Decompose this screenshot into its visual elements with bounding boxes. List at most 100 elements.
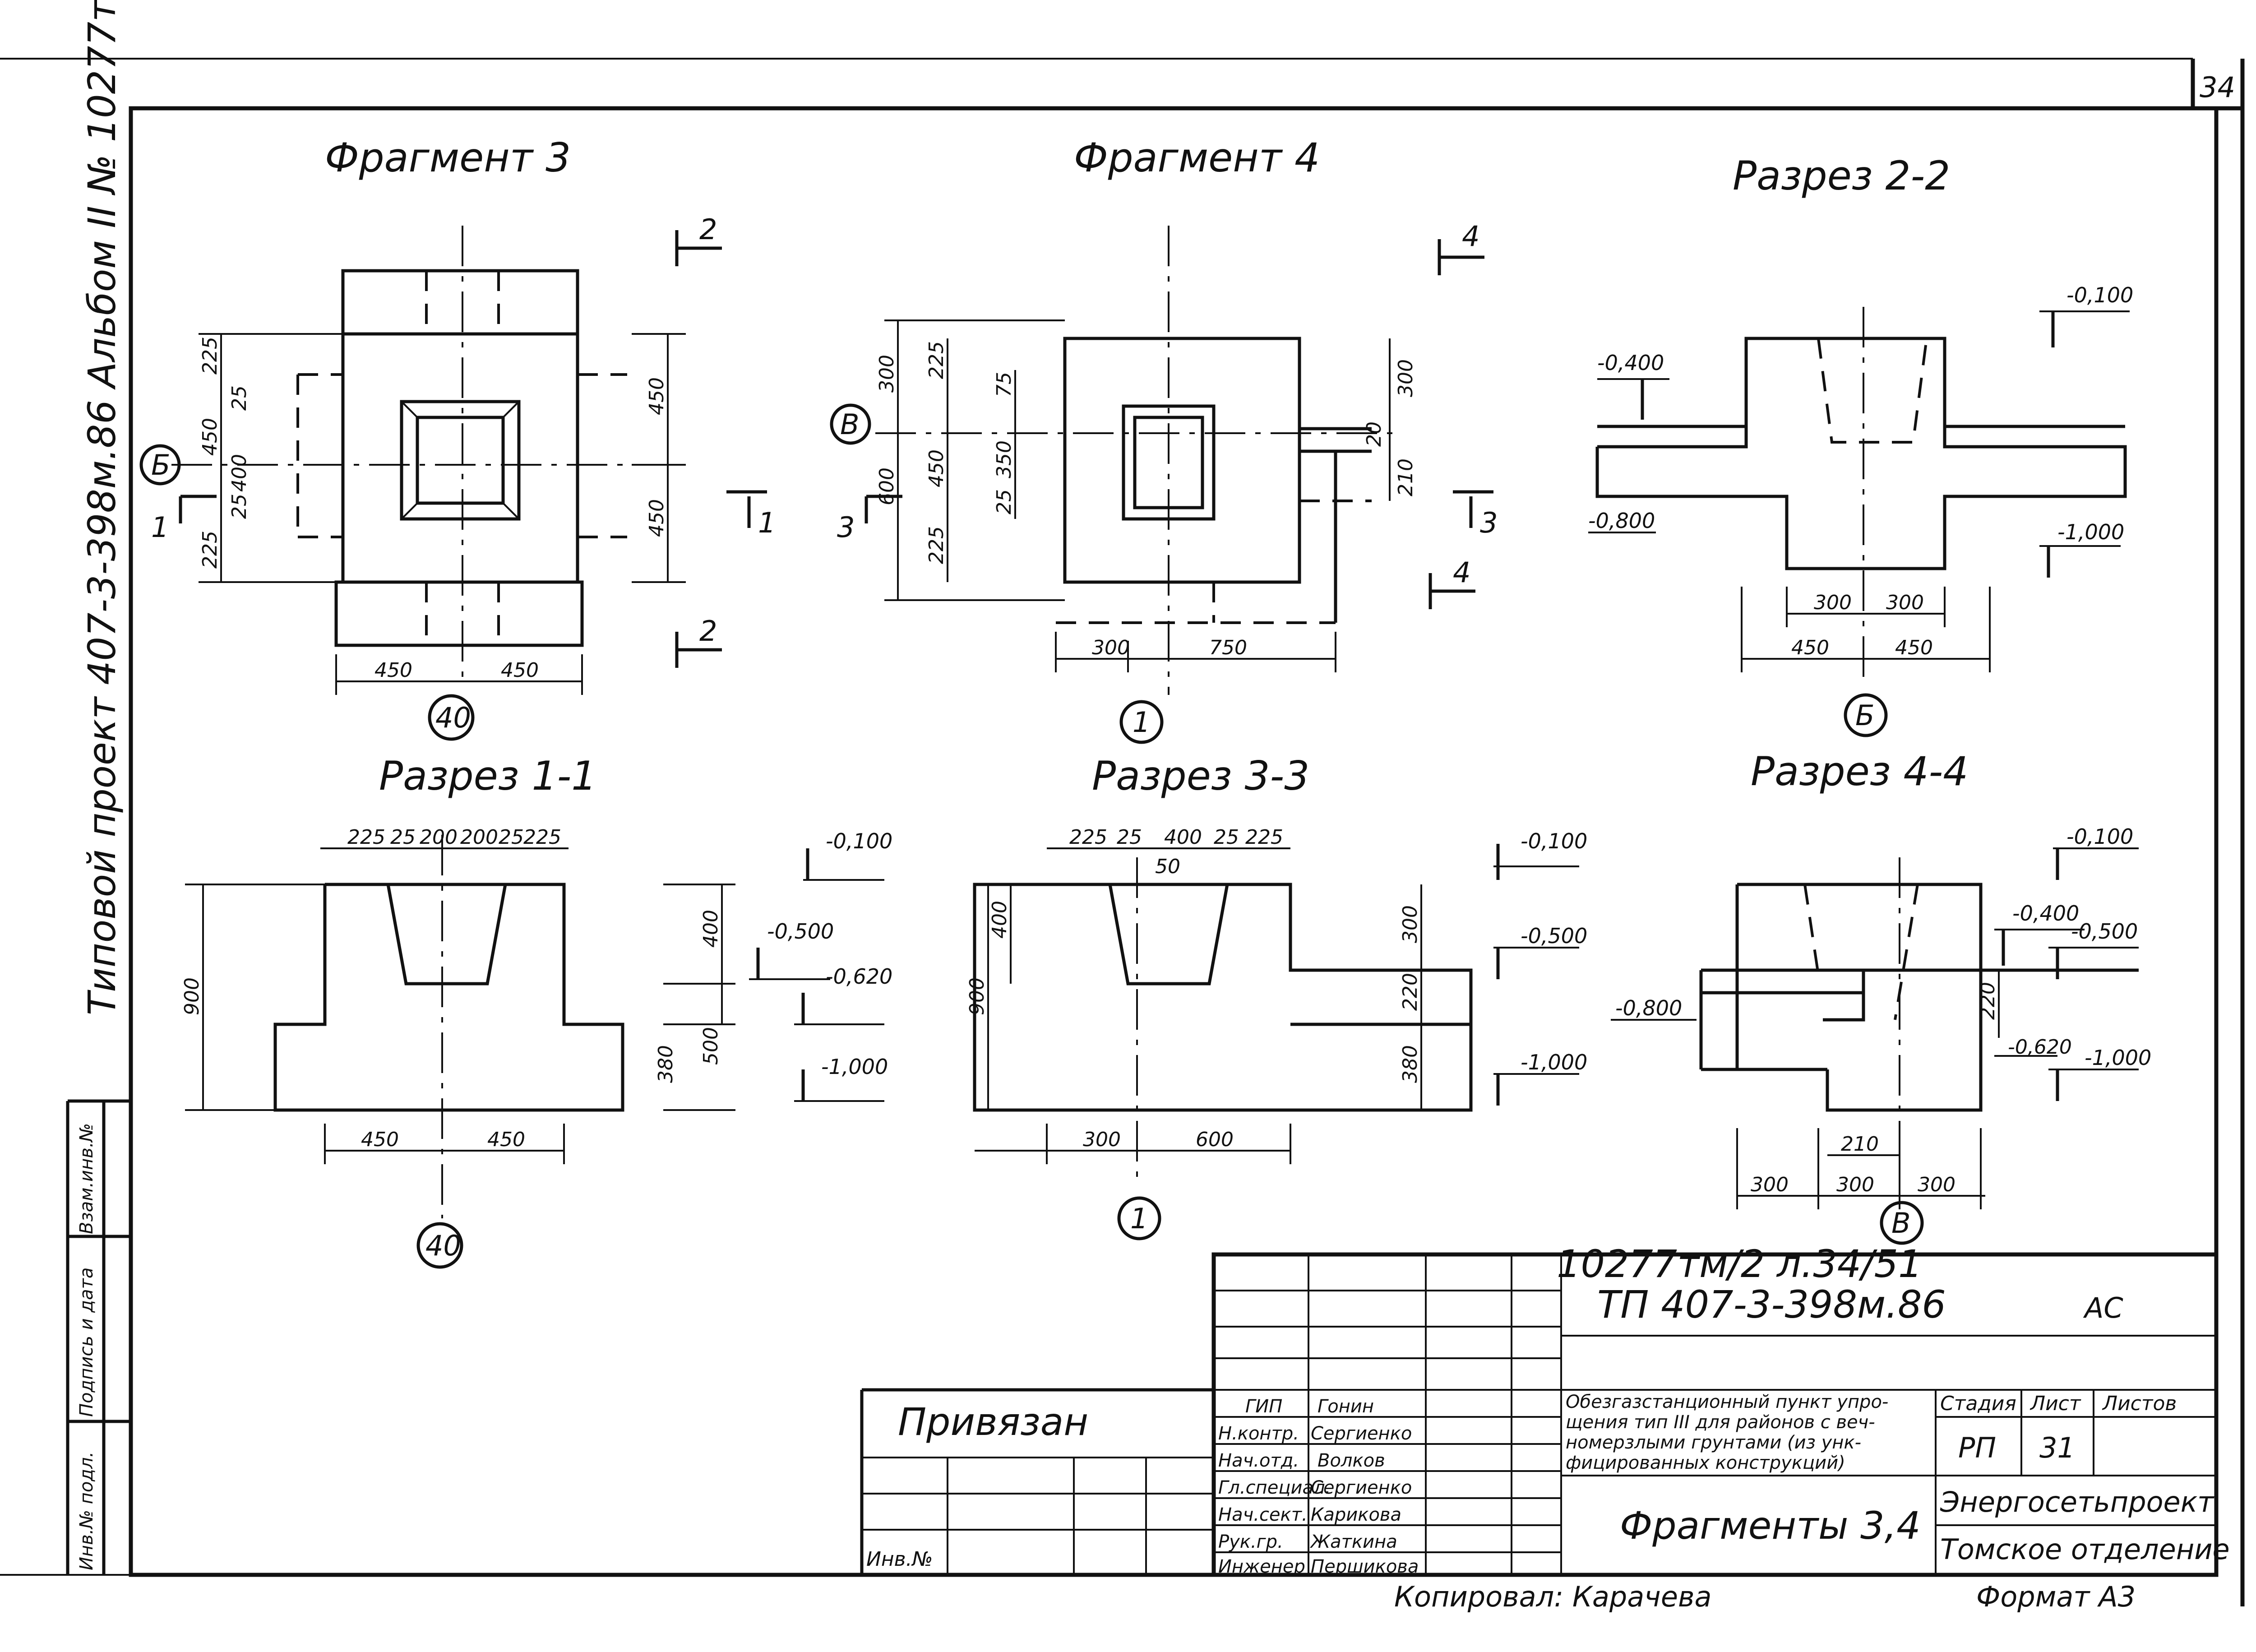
svg-text:Карикова: Карикова bbox=[1311, 1504, 1401, 1525]
svg-text:200: 200 bbox=[420, 826, 458, 849]
svg-text:-1,000: -1,000 bbox=[2085, 1046, 2151, 1070]
svg-text:220: 220 bbox=[1399, 973, 1422, 1011]
svg-text:Лист: Лист bbox=[2029, 1392, 2081, 1415]
svg-text:450: 450 bbox=[645, 499, 668, 537]
svg-text:Н.контр.: Н.контр. bbox=[1218, 1423, 1299, 1444]
svg-text:450: 450 bbox=[1791, 636, 1829, 659]
svg-text:400: 400 bbox=[1164, 826, 1202, 849]
svg-text:3: 3 bbox=[837, 511, 855, 544]
title-block: Привязан Инв.№ ТП 407-3-398м.86 АС ГИП Н… bbox=[860, 1252, 2230, 1577]
axis-mark-v: В bbox=[840, 408, 860, 441]
sheet-frame bbox=[0, 58, 2245, 1606]
svg-text:450: 450 bbox=[199, 418, 222, 456]
section-4-4: Разрез 4-4 В -0,100 -0,400 -0,500 -0,800… bbox=[1611, 748, 2151, 1245]
svg-text:400: 400 bbox=[699, 910, 722, 948]
svg-text:Першикова: Першикова bbox=[1311, 1556, 1419, 1577]
svg-text:-0,620: -0,620 bbox=[826, 964, 892, 989]
axis-mark-1-2: 1 bbox=[1130, 1202, 1148, 1235]
project-code: ТП 407-3-398м.86 bbox=[1597, 1282, 1946, 1327]
svg-text:300: 300 bbox=[1399, 905, 1422, 943]
svg-text:400: 400 bbox=[228, 454, 251, 492]
svg-text:210: 210 bbox=[1841, 1133, 1879, 1156]
format-label: Формат А3 bbox=[1976, 1580, 2136, 1613]
side-project-label: Типовой проект 407-3-398м.86 Альбом II №… bbox=[80, 0, 124, 1015]
svg-text:25: 25 bbox=[499, 826, 524, 849]
svg-text:3: 3 bbox=[1480, 506, 1498, 539]
svg-text:-1,000: -1,000 bbox=[1521, 1050, 1587, 1074]
svg-text:ГИП: ГИП bbox=[1245, 1396, 1282, 1417]
description-line-2: щения тип III для районов с веч- bbox=[1566, 1412, 1875, 1433]
svg-text:4: 4 bbox=[1453, 556, 1470, 589]
svg-text:Листов: Листов bbox=[2102, 1392, 2177, 1415]
svg-text:450: 450 bbox=[487, 1128, 525, 1151]
sheet-number: 34 bbox=[2200, 71, 2235, 104]
svg-text:1: 1 bbox=[151, 511, 169, 544]
svg-text:Волков: Волков bbox=[1318, 1450, 1385, 1471]
svg-text:380: 380 bbox=[1399, 1045, 1422, 1083]
svg-text:-0,100: -0,100 bbox=[2066, 283, 2133, 307]
svg-text:-0,100: -0,100 bbox=[2066, 824, 2133, 849]
svg-text:750: 750 bbox=[1209, 636, 1247, 659]
svg-text:300: 300 bbox=[1092, 636, 1130, 659]
svg-text:900: 900 bbox=[966, 977, 989, 1015]
svg-text:500: 500 bbox=[699, 1027, 722, 1065]
svg-text:Нач.отд.: Нач.отд. bbox=[1218, 1450, 1299, 1471]
axis-mark-b-2: Б bbox=[1855, 699, 1875, 732]
svg-text:2: 2 bbox=[699, 213, 717, 246]
fragment-4-title: Фрагмент 4 bbox=[1074, 134, 1320, 181]
svg-text:75: 75 bbox=[993, 372, 1016, 397]
svg-text:210: 210 bbox=[1394, 458, 1417, 496]
svg-text:25: 25 bbox=[228, 494, 251, 519]
copied-by: Копировал: Карачева bbox=[1394, 1580, 1712, 1613]
svg-text:300: 300 bbox=[1836, 1173, 1874, 1196]
stage-value: РП bbox=[1958, 1431, 1996, 1464]
svg-text:450: 450 bbox=[361, 1128, 399, 1151]
svg-text:450: 450 bbox=[374, 659, 412, 682]
svg-text:380: 380 bbox=[654, 1045, 677, 1083]
svg-text:Стадия: Стадия bbox=[1940, 1392, 2016, 1415]
side-table: Взам.инв.№ Подпись и дата Инв.№ подл. bbox=[66, 1099, 131, 1575]
org-name: Энергосетьпроект bbox=[1940, 1485, 2214, 1518]
svg-text:Сергиенко: Сергиенко bbox=[1311, 1477, 1412, 1498]
svg-text:Инженер: Инженер bbox=[1218, 1556, 1305, 1577]
svg-text:-0,100: -0,100 bbox=[1521, 829, 1587, 853]
svg-text:25: 25 bbox=[993, 489, 1016, 514]
svg-text:225: 225 bbox=[347, 826, 385, 849]
svg-text:Жаткина: Жаткина bbox=[1309, 1532, 1397, 1552]
svg-text:225: 225 bbox=[1069, 826, 1107, 849]
svg-text:25: 25 bbox=[1117, 826, 1142, 849]
svg-text:300: 300 bbox=[1886, 591, 1924, 614]
axis-mark-b: Б bbox=[151, 449, 171, 481]
section-code: АС bbox=[2083, 1291, 2123, 1324]
svg-text:2: 2 bbox=[699, 615, 717, 648]
section-2-2-title: Разрез 2-2 bbox=[1733, 153, 1950, 199]
svg-text:Гонин: Гонин bbox=[1318, 1396, 1374, 1417]
inv-no-label: Инв.№ bbox=[866, 1548, 933, 1571]
svg-text:50: 50 bbox=[1155, 855, 1180, 878]
fragment-4: Фрагмент 4 В 1 300 600 225 450 225 75 35… bbox=[830, 134, 1498, 744]
axis-mark-40-2: 40 bbox=[425, 1229, 461, 1262]
svg-text:-0,800: -0,800 bbox=[1615, 996, 1682, 1020]
svg-text:220: 220 bbox=[1976, 982, 1999, 1020]
svg-text:-1,000: -1,000 bbox=[821, 1055, 888, 1079]
svg-text:-0,500: -0,500 bbox=[2071, 919, 2138, 944]
svg-text:350: 350 bbox=[993, 440, 1016, 478]
section-4-4-title: Разрез 4-4 bbox=[1751, 748, 1968, 795]
svg-text:300: 300 bbox=[875, 355, 898, 393]
svg-text:25: 25 bbox=[1214, 826, 1239, 849]
fragment-3-title: Фрагмент 3 bbox=[325, 134, 571, 181]
section-2-2: Разрез 2-2 Б -0,100 -0,400 -0,800 -1,000… bbox=[1588, 153, 2133, 737]
side-table-cell-inv: Инв.№ подл. bbox=[76, 1452, 97, 1570]
svg-text:-0,800: -0,800 bbox=[1588, 509, 1655, 533]
svg-text:300: 300 bbox=[1083, 1128, 1121, 1151]
svg-text:-0,620: -0,620 bbox=[2008, 1036, 2072, 1059]
section-1-1: Разрез 1-1 40 225 25 200 200 25 225 900 … bbox=[180, 753, 892, 1269]
svg-text:450: 450 bbox=[501, 659, 539, 682]
svg-text:25: 25 bbox=[390, 826, 416, 849]
drawing-title: Фрагменты 3,4 bbox=[1620, 1504, 1921, 1548]
svg-text:900: 900 bbox=[180, 977, 203, 1015]
section-3-3: Разрез 3-3 1 225 25 400 25 225 50 400 90… bbox=[966, 753, 1587, 1240]
svg-text:-0,500: -0,500 bbox=[767, 919, 834, 944]
svg-text:225: 225 bbox=[199, 531, 222, 569]
